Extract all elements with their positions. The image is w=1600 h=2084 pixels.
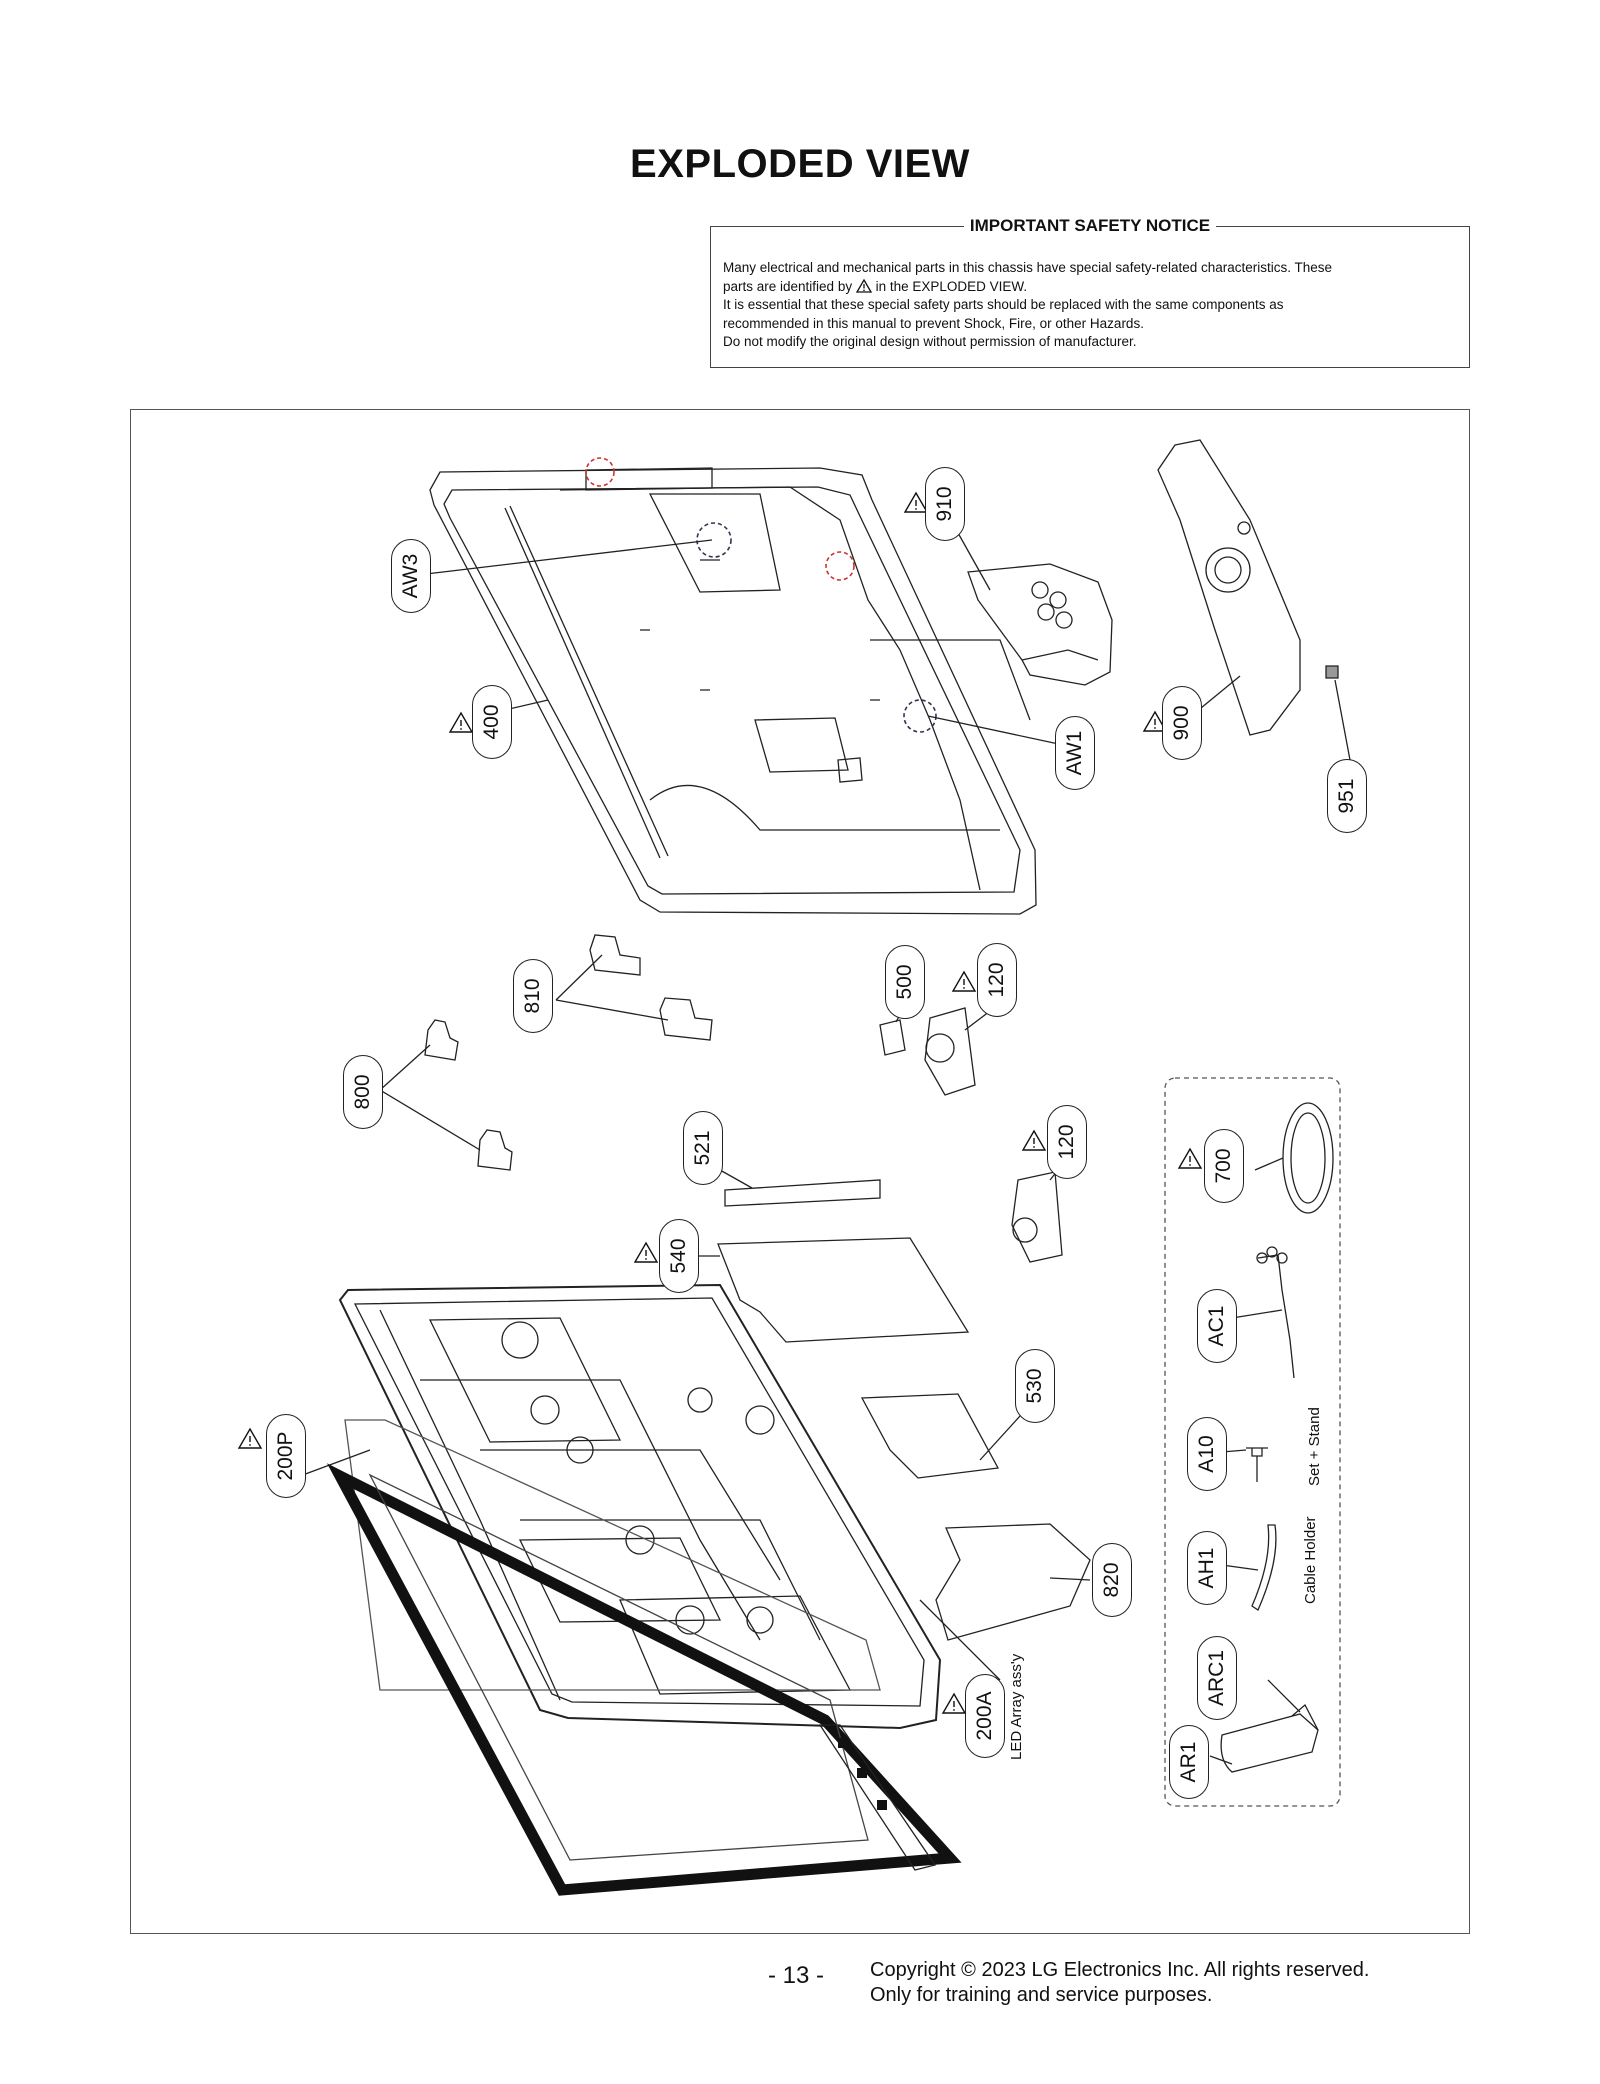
callout-aw1: AW1 [1055,716,1095,790]
callout-951: 951 [1327,759,1367,833]
cable-holder-label: Cable Holder [1302,1516,1319,1604]
callout-120-upper: 120 [977,943,1017,1017]
callout-a10: A10 [1187,1417,1227,1491]
callout-200a: 200A [965,1674,1005,1758]
callout-500: 500 [885,945,925,1019]
notice-line-4: recommended in this manual to prevent Sh… [723,315,1144,331]
safety-notice-body: Many electrical and mechanical parts in … [723,259,1457,352]
safety-notice-heading: IMPORTANT SAFETY NOTICE [963,216,1217,235]
set-stand-label: Set + Stand [1306,1407,1323,1486]
exploded-view-frame [130,409,1470,1934]
callout-810: 810 [513,959,553,1033]
main-panel-drawing [338,1283,942,1730]
notice-line-2b: in the EXPLODED VIEW. [875,278,1028,294]
copyright-notice: Copyright © 2023 LG Electronics Inc. All… [870,1958,1369,2008]
notice-line-3: It is essential that these special safet… [723,297,1284,312]
callout-arc1: ARC1 [1197,1636,1237,1720]
callout-530: 530 [1015,1349,1055,1423]
callout-820: 820 [1092,1543,1132,1617]
page-number: - 13 - [768,1962,825,1989]
notice-line-1: Many electrical and mechanical parts in … [723,260,1333,275]
callout-400: 400 [472,685,512,759]
callout-ac1: AC1 [1197,1289,1237,1363]
page-title: EXPLODED VIEW [630,142,970,186]
notice-line-2a: parts are identified by [723,278,853,294]
callout-800: 800 [343,1055,383,1129]
callout-120-lower: 120 [1047,1105,1087,1179]
callout-521: 521 [683,1111,723,1185]
callout-540: 540 [659,1219,699,1293]
stand-body-drawing [967,563,1113,686]
back-cover-drawing [429,467,1037,915]
copyright-line: Copyright © 2023 LG Electronics Inc. All… [870,1959,1370,1981]
training-line: Only for training and service purposes. [870,1984,1213,2006]
callout-910: 910 [925,467,965,541]
callout-aw3: AW3 [391,539,431,613]
callout-900: 900 [1162,686,1202,760]
callout-ah1: AH1 [1187,1531,1227,1605]
callout-700: 700 [1204,1129,1244,1203]
notice-line-5: Do not modify the original design withou… [723,334,1137,349]
safety-notice-box: IMPORTANT SAFETY NOTICE Many electrical … [710,216,1470,368]
callout-200p: 200P [266,1414,306,1498]
warning-triangle-icon [855,278,872,293]
led-array-label: LED Array ass'y [1008,1653,1025,1760]
callout-ar1: AR1 [1169,1725,1209,1799]
stand-base-drawing [1157,439,1301,736]
